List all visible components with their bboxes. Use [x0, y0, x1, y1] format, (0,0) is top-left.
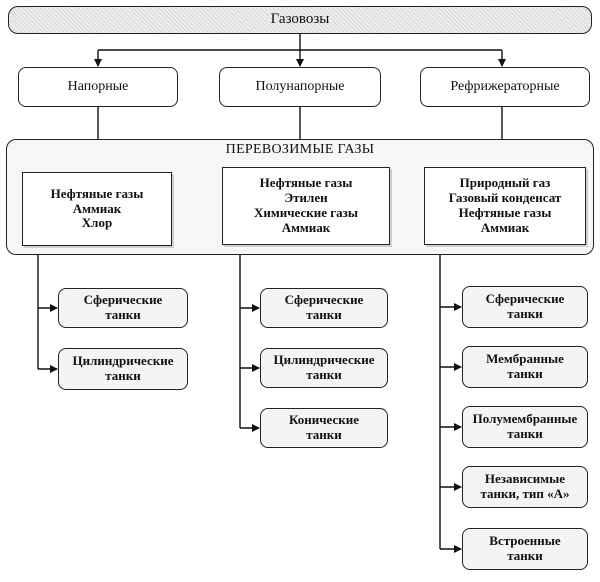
category-polunapornye-label: Полунапорные: [255, 78, 345, 94]
tank-polunapornye-cylindrical: Цилиндрические танки: [260, 348, 388, 388]
tank-refrizheratornye-membrane: Мембранные танки: [462, 346, 588, 388]
category-napornye: Напорные: [18, 67, 178, 107]
tank-label: Независимые танки, тип «А»: [480, 471, 570, 501]
tank-polunapornye-spherical: Сферические танки: [260, 288, 388, 328]
category-polunapornye: Полунапорные: [219, 67, 381, 107]
root-node: Газовозы: [8, 6, 592, 34]
tank-napornye-spherical: Сферические танки: [58, 288, 188, 328]
tank-label: Полумембранные танки: [472, 411, 578, 441]
gases-refrizheratornye: Природный газ Газовый конденсат Нефтяные…: [424, 167, 586, 245]
category-napornye-label: Напорные: [67, 78, 129, 94]
tank-label: Цилиндрические танки: [72, 353, 174, 383]
tank-label: Цилиндрические танки: [273, 352, 375, 382]
gases-polunapornye: Нефтяные газы Этилен Химические газы Амм…: [222, 167, 390, 245]
tank-polunapornye-conical: Конические танки: [260, 408, 388, 448]
tank-label: Сферические танки: [284, 292, 364, 322]
tank-refrizheratornye-semimembrane: Полумембранные танки: [462, 406, 588, 448]
tank-label: Встроенные танки: [489, 533, 561, 563]
category-refrizheratornye-label: Рефрижераторные: [450, 78, 560, 94]
tank-label: Мембранные танки: [486, 351, 564, 381]
tank-refrizheratornye-independent-a: Независимые танки, тип «А»: [462, 466, 588, 508]
tank-refrizheratornye-built-in: Встроенные танки: [462, 528, 588, 570]
gases-polunapornye-text: Нефтяные газы Этилен Химические газы Амм…: [253, 175, 359, 235]
tank-label: Сферические танки: [83, 292, 163, 322]
root-label: Газовозы: [270, 11, 330, 28]
category-refrizheratornye: Рефрижераторные: [420, 67, 590, 107]
transported-gases-title: ПЕРЕВОЗИМЫЕ ГАЗЫ: [225, 142, 375, 157]
tank-label: Сферические танки: [485, 291, 565, 321]
gases-napornye-text: Нефтяные газы Аммиак Хлор: [50, 185, 144, 231]
gases-napornye: Нефтяные газы Аммиак Хлор: [22, 172, 172, 246]
gases-refrizheratornye-text: Природный газ Газовый конденсат Нефтяные…: [448, 175, 562, 235]
tank-label: Конические танки: [288, 412, 360, 442]
tank-napornye-cylindrical: Цилиндрические танки: [58, 348, 188, 390]
tank-refrizheratornye-spherical: Сферические танки: [462, 286, 588, 328]
